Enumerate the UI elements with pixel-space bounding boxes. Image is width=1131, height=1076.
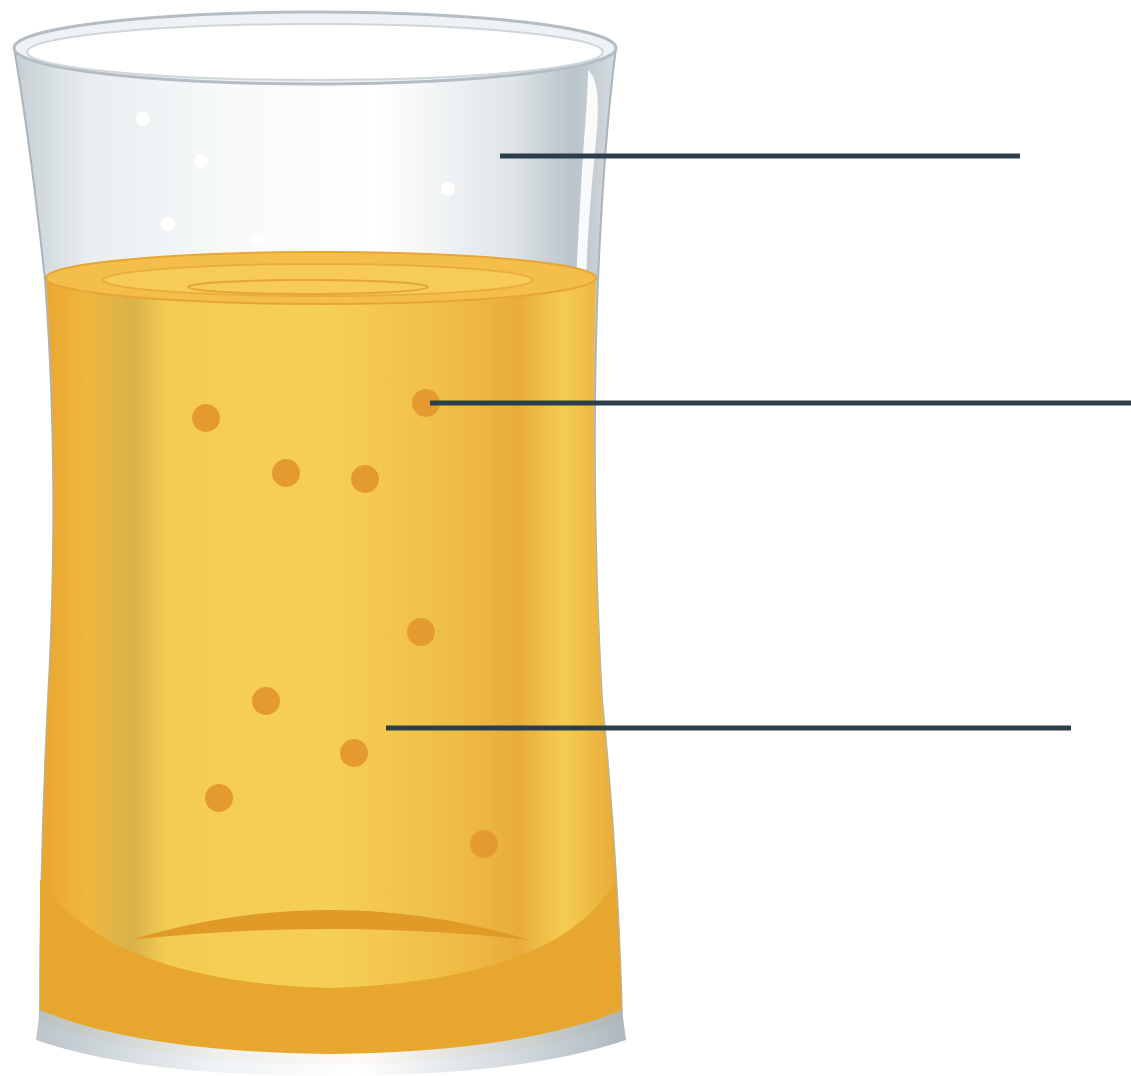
juice-liquid [40, 278, 622, 1064]
glass-rim-inner [27, 24, 603, 80]
